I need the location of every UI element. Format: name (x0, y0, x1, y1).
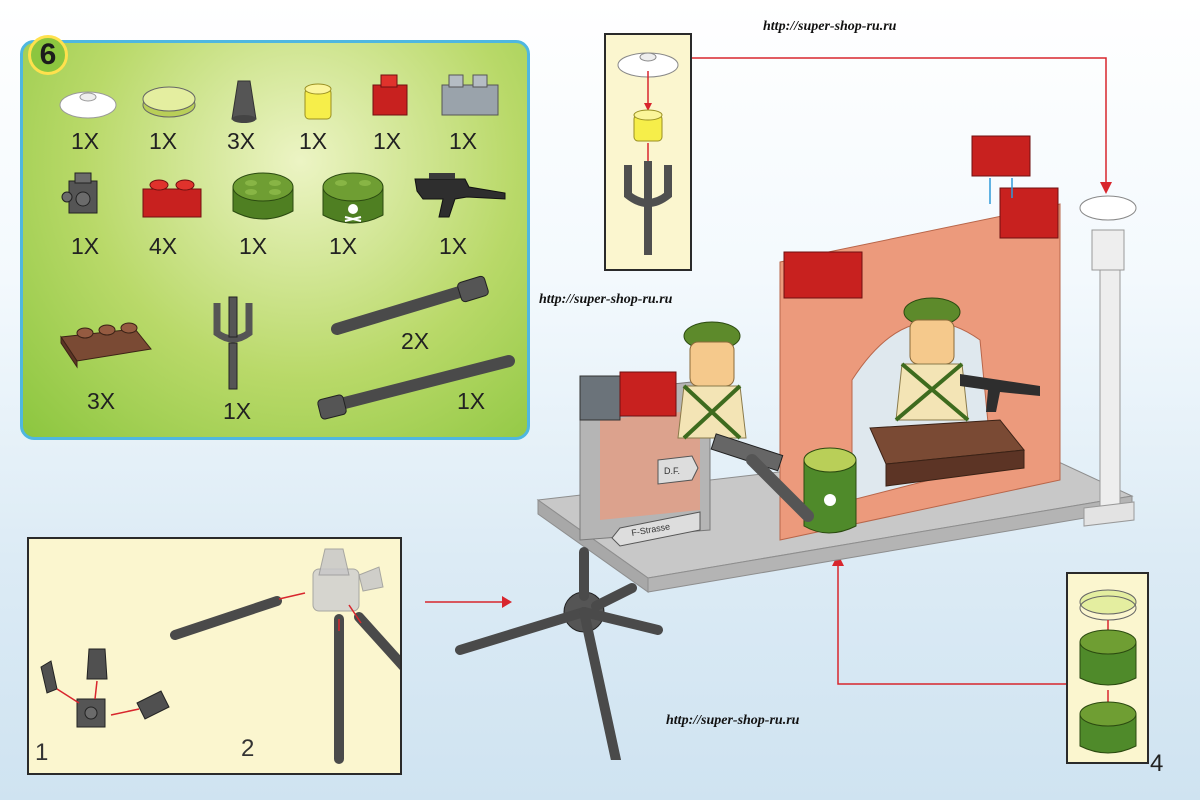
red-brick-floating (971, 135, 1031, 177)
green-round-brick-2x2-icon (232, 172, 294, 220)
watermark-url-top: http://super-shop-ru.ru (763, 19, 897, 34)
submachine-gun-icon (414, 173, 506, 218)
qty-bar-short: 2X (401, 328, 430, 354)
qty-dark-gray-cone: 3X (227, 128, 256, 154)
main-build-scene: D.F. F-Strasse (425, 57, 1137, 760)
watermark-url-middle: http://super-shop-ru.ru (539, 292, 673, 307)
qty-lamp-holder: 1X (223, 398, 252, 424)
qty-trans-yellow-round-brick: 1X (299, 128, 328, 154)
lamp-callout-arrow (692, 57, 1107, 190)
qty-green-round-brick-2x2: 1X (239, 233, 268, 259)
mounted-machine-gun (710, 433, 814, 522)
soldier-right (894, 297, 1040, 422)
qty-green-round-brick-skull: 1X (329, 233, 358, 259)
qty-bar-long: 1X (457, 388, 486, 414)
sandbag-plate-icon (60, 322, 152, 369)
red-brick-2x2-icon (142, 179, 202, 218)
lime-round-tile-icon (142, 86, 196, 118)
qty-white-round-dish: 1X (71, 128, 100, 154)
lamp-assembly-icon (617, 52, 679, 255)
lamp-post (1099, 269, 1121, 511)
sign-strasse: F-Strasse (611, 511, 701, 547)
soldier-left (677, 321, 747, 440)
trans-yellow-round-brick-icon (304, 83, 332, 120)
red-brick-top-left (783, 251, 863, 299)
green-round-brick-skull-icon (322, 172, 384, 224)
qty-red-brick-2x2: 4X (149, 233, 178, 259)
parts-list-panel: 1X 1X 3X 1X 1X 1X 1X 4X (20, 40, 530, 440)
qty-dark-gray-brick-studs-on-sides: 1X (71, 233, 100, 259)
qty-submachine-gun: 1X (439, 233, 468, 259)
sign-df: D.F. (657, 455, 699, 485)
sub-step-2-label: 2 (241, 735, 255, 762)
dark-gray-cone-icon (231, 80, 257, 123)
barrel-assembly-icon (1079, 589, 1137, 754)
page-number: 4 (1150, 750, 1164, 777)
qty-light-gray-brick-1x2: 1X (449, 128, 478, 154)
tripod-stand (455, 547, 663, 760)
red-brick-top-right (999, 187, 1059, 239)
bar-short-icon (331, 275, 489, 335)
tripod-subassembly-panel: 1 2 (27, 537, 402, 775)
dark-gray-brick-studs-on-sides-icon (61, 172, 98, 214)
step-number-badge: 6 (28, 35, 68, 75)
lamp-callout-panel (604, 33, 692, 271)
bar-long-icon (317, 355, 515, 420)
qty-lime-round-tile: 1X (149, 128, 178, 154)
qty-red-brick-1x2: 1X (373, 128, 402, 154)
light-gray-brick-1x2-icon (441, 74, 499, 116)
lamp-holder-icon (213, 296, 253, 390)
watermark-url-bottom: http://super-shop-ru.ru (666, 713, 800, 728)
sub-step-1-label: 1 (35, 739, 49, 766)
red-brick-1x2-icon (372, 74, 408, 116)
barrel-arrow (837, 558, 1066, 685)
qty-sandbag-plate: 3X (87, 388, 116, 414)
sign-df-text: D.F. (664, 466, 680, 476)
green-barrel (803, 447, 857, 534)
tripod-assembly-diagram (40, 548, 400, 764)
white-round-dish-icon (59, 91, 117, 119)
barrel-callout-panel (1066, 572, 1149, 764)
